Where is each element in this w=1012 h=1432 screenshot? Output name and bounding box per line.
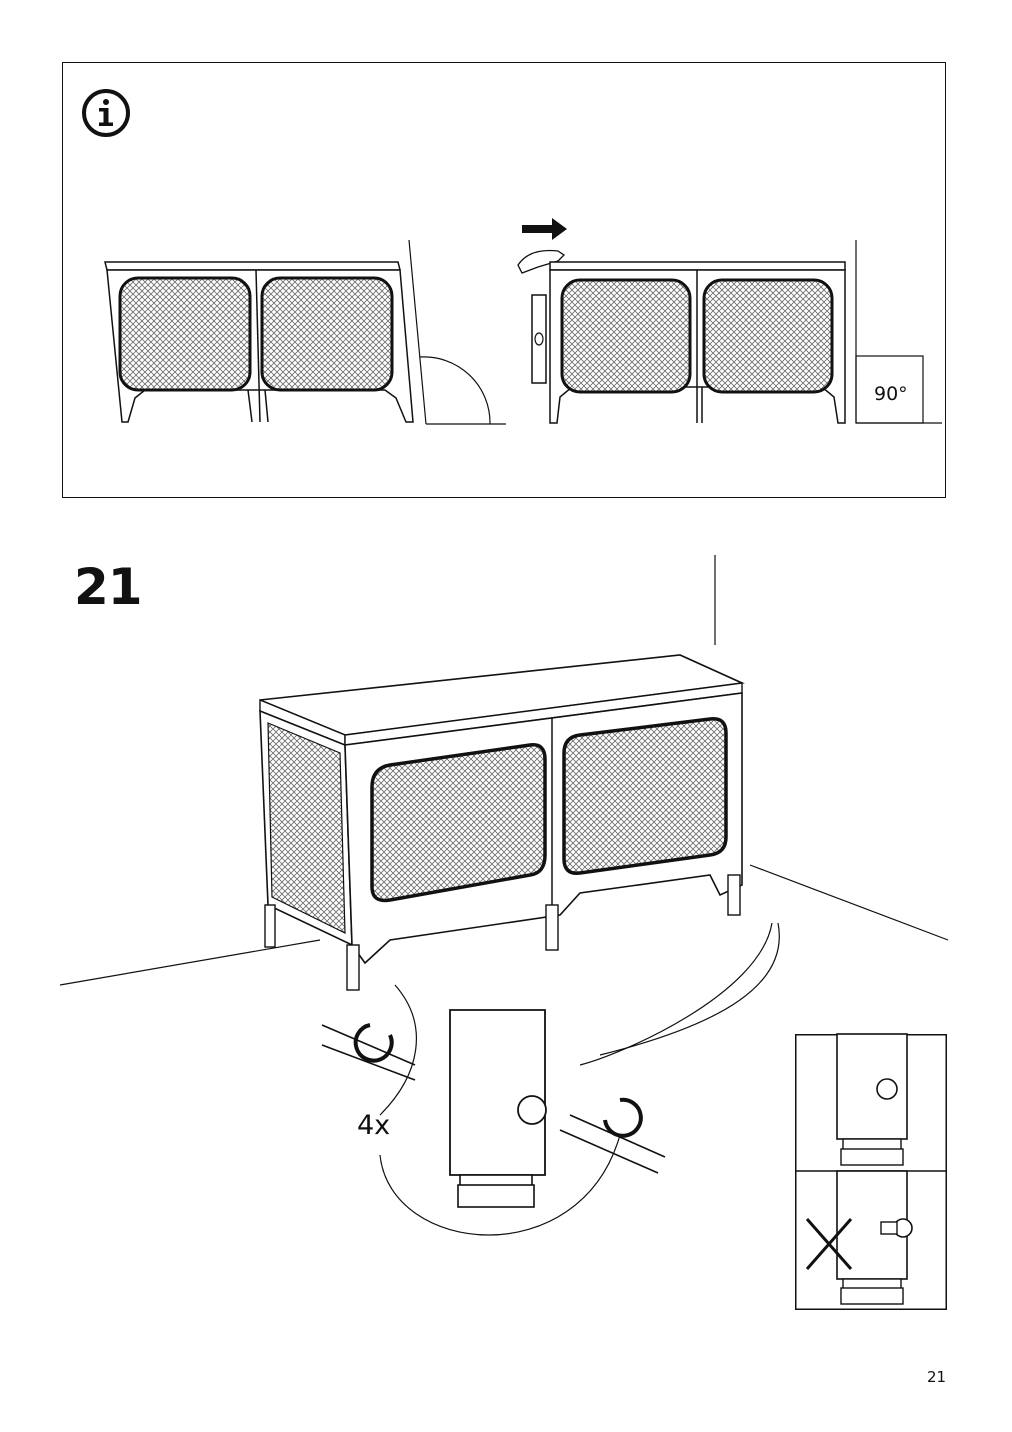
spirit-level-icon	[531, 294, 547, 384]
hand-icon	[517, 249, 566, 274]
rotate-arrow-left-icon	[353, 1023, 394, 1063]
screwdriver-left	[321, 1024, 416, 1066]
page-number: 21	[927, 1368, 947, 1386]
cabinet-tilted-diagram	[104, 239, 506, 425]
info-icon	[82, 89, 130, 137]
quantity-label: 4x	[357, 1110, 391, 1141]
angle-label: 90°	[874, 383, 908, 405]
push-arrow	[522, 218, 567, 240]
step-number: 21	[74, 558, 143, 616]
cross-icon	[805, 1218, 853, 1270]
rotate-arrow-right-icon	[603, 1097, 643, 1138]
correct-incorrect-inset	[795, 1033, 947, 1310]
info-panel	[62, 62, 946, 498]
cabinet-level-diagram	[517, 218, 942, 424]
cabinet-assembly-illustration	[59, 555, 949, 1236]
